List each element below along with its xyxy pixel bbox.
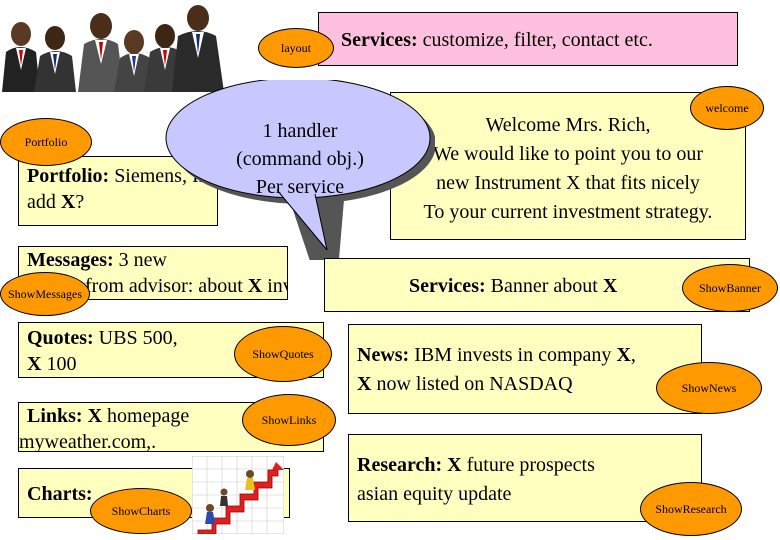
show-charts-oval[interactable]: ShowCharts	[90, 488, 192, 534]
quotes-line-2-post: 100	[41, 353, 76, 375]
research-x: X	[447, 454, 461, 476]
quotes-x: X	[27, 353, 41, 375]
show-quotes-oval[interactable]: ShowQuotes	[234, 326, 332, 382]
links-label: Links:	[27, 405, 83, 427]
links-x: X	[88, 405, 102, 427]
news-box: News: IBM invests in company X, X now li…	[348, 324, 702, 414]
layout-oval[interactable]: layout	[258, 28, 334, 68]
news-line-1: IBM invests in company	[409, 344, 616, 366]
welcome-oval[interactable]: welcome	[690, 86, 764, 130]
news-x-2: X	[357, 373, 371, 395]
callout-line-1: 1 handler	[190, 117, 410, 145]
portfolio-label: Portfolio:	[27, 165, 109, 187]
portfolio-x: X	[61, 191, 75, 213]
callout-line-3: Per service	[190, 173, 410, 201]
quotes-line-1: UBS 500,	[94, 327, 178, 349]
messages-line-2-post: inv.	[262, 275, 288, 297]
callout-line-2: (command obj.)	[190, 145, 410, 173]
messages-line-1: 3 new	[114, 249, 167, 271]
messages-label: Messages:	[27, 249, 114, 271]
messages-line-2-pre: from advisor: about	[85, 275, 248, 297]
services-top-label: Services:	[341, 29, 418, 51]
welcome-line-4: To your current investment strategy.	[391, 198, 745, 227]
links-line-1-post: homepage	[102, 405, 189, 427]
show-messages-oval[interactable]: ShowMessages	[0, 272, 90, 316]
portfolio-line-2-post: ?	[75, 191, 84, 213]
news-line-1-post: ,	[631, 344, 636, 366]
banner-text: Banner about	[486, 275, 603, 297]
services-top-text: customize, filter, contact etc.	[418, 29, 653, 51]
callout-text: 1 handler (command obj.) Per service	[190, 117, 410, 201]
banner-label: Services:	[409, 275, 486, 297]
research-line-1-post: future prospects	[462, 454, 595, 476]
services-top-box: Services: customize, filter, contact etc…	[318, 12, 738, 66]
quotes-label: Quotes:	[27, 327, 94, 349]
welcome-line-3: new Instrument X that fits nicely	[391, 169, 745, 198]
charts-label: Charts:	[27, 483, 93, 505]
banner-x: X	[603, 275, 617, 297]
welcome-line-2: We would like to point you to our	[391, 140, 745, 169]
business-people-group-icon	[0, 0, 232, 92]
news-label: News:	[357, 344, 409, 366]
messages-x: X	[248, 275, 262, 297]
portfolio-line-2-pre: add	[27, 191, 61, 213]
show-research-oval[interactable]: ShowResearch	[640, 482, 742, 536]
news-x-1: X	[616, 344, 630, 366]
news-line-2-post: now listed on NASDAQ	[371, 373, 572, 395]
show-news-oval[interactable]: ShowNews	[656, 362, 762, 414]
research-label: Research:	[357, 454, 442, 476]
stairs-growth-chart-icon	[192, 456, 284, 534]
show-links-oval[interactable]: ShowLinks	[242, 394, 336, 446]
show-banner-oval[interactable]: ShowBanner	[682, 264, 778, 312]
portfolio-oval[interactable]: Portfolio	[0, 118, 92, 166]
